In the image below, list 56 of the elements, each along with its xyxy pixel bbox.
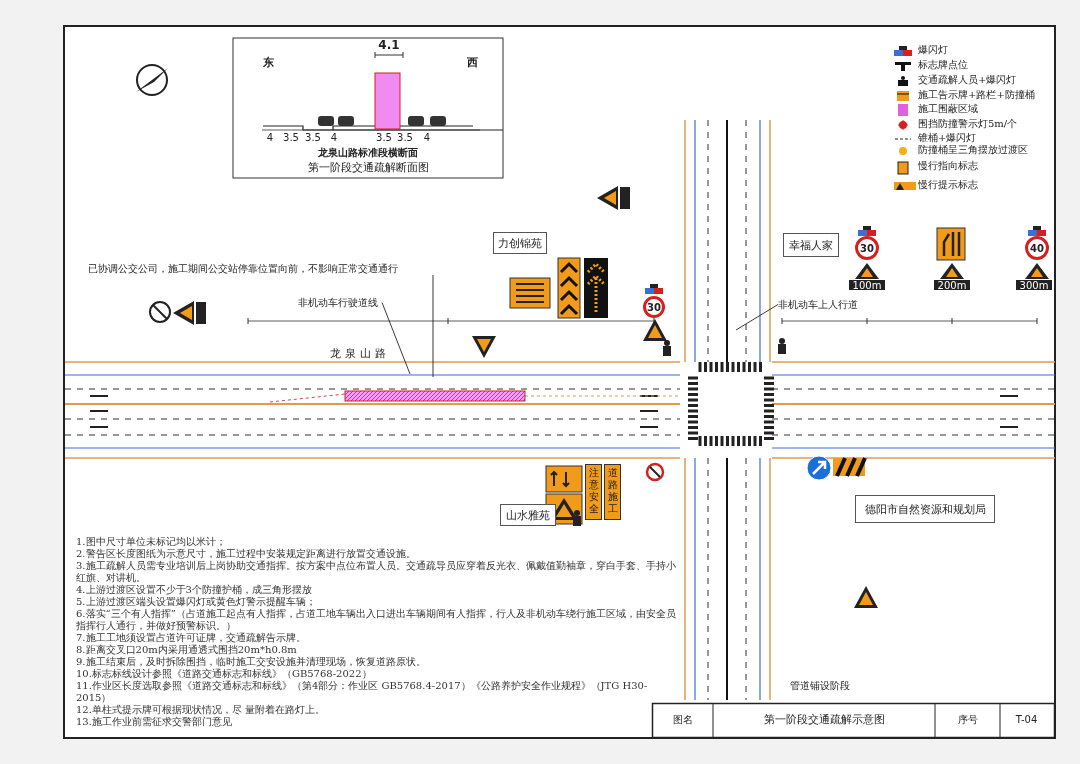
warning-panel: 道路施工 xyxy=(604,464,621,520)
callout-text: 非机动车行驶道线 xyxy=(298,296,382,309)
leader-line xyxy=(735,304,779,331)
leader-line xyxy=(432,274,434,378)
note-text: 1.图中尺寸单位未标记均以米计； xyxy=(76,536,227,548)
drawing-title: 第一阶段交通疏解示意图 xyxy=(762,713,886,727)
note-text: 7.施工工地须设置占道许可证牌，交通疏解告示牌。 xyxy=(76,632,307,644)
field-label: 序号 xyxy=(956,714,979,726)
direction-label: 东 xyxy=(261,56,275,70)
note-text: 10.标志标线设计参照《道路交通标志和标线》（GB5768-2022） xyxy=(76,668,373,680)
legend-label: 标志牌点位 xyxy=(918,59,968,71)
dimension-value: 3.5 xyxy=(375,132,393,144)
distance-plate: 300m xyxy=(1016,280,1052,290)
legend-label: 交通疏解人员+爆闪灯 xyxy=(918,74,1017,86)
leader-line xyxy=(381,302,411,375)
distance-plate: 200m xyxy=(934,280,970,290)
building-label-box: 德阳市自然资源和规划局 xyxy=(855,495,995,523)
note-text: 5.上游过渡区端头设置爆闪灯或黄色灯警示提醒车辆； xyxy=(76,596,317,608)
direction-label: 西 xyxy=(465,56,479,70)
dimension-value: 4 xyxy=(329,132,339,144)
legend-label: 防撞桶呈三角摆放过渡区 xyxy=(918,144,1028,156)
note-text: 13.施工作业前需征求交警部门意见 xyxy=(76,716,233,728)
legend-label: 爆闪灯 xyxy=(918,44,948,56)
legend-label: 围挡防撞警示灯5m/个 xyxy=(918,118,1018,130)
dimension-value: 3.5 xyxy=(396,132,414,144)
note-text: 8.距离交叉口20m内采用通透式围挡20m*h0.8m xyxy=(76,644,298,656)
legend-label: 慢行指向标志 xyxy=(918,160,978,172)
dimension-value: 4.1 xyxy=(377,38,401,53)
dimension-value: 3.5 xyxy=(282,132,300,144)
note-text: 2.警告区长度图纸为示意尺寸，施工过程中安装规定距离进行放置交通设施。 xyxy=(76,548,417,560)
section-title: 龙泉山路标准段横断面 xyxy=(317,147,419,159)
callout-text: 已协调公交公司，施工期间公交站停靠位置向前，不影响正常交通通行 xyxy=(88,262,463,275)
dimension-value: 4 xyxy=(422,132,432,144)
warning-panel: 注意安全 xyxy=(585,464,602,520)
stage-label: 管道铺设阶段 xyxy=(789,680,851,692)
drawing-number: T-04 xyxy=(1014,714,1039,726)
building-label-box: 山水雅苑 xyxy=(500,504,556,526)
callout-text: 非机动车上人行道 xyxy=(778,298,862,311)
road-name: 龙泉山路 xyxy=(329,347,391,361)
dimension-value: 4 xyxy=(265,132,275,144)
note-text: 11.作业区长度选取参照《道路交通标志和标线》（第4部分：作业区 GB5768.4-2017）《公路养护安全作业规程》（JTG H30-2015） xyxy=(76,680,649,704)
note-text: 4.上游过渡区设置不少于3个防撞护桶，成三角形摆放 xyxy=(76,584,313,596)
distance-plate: 100m xyxy=(849,280,885,290)
note-text: 9.施工结束后，及时拆除围挡，临时施工交安设施并清理现场，恢复道路原状。 xyxy=(76,656,427,668)
building-label-box: 力创锦苑 xyxy=(493,232,547,254)
section-title: 第一阶段交通疏解断面图 xyxy=(306,161,430,175)
legend-label: 锥桶+爆闪灯 xyxy=(918,132,977,144)
note-text: 3.施工疏解人员需专业培训后上岗协助交通指挥。按方案中点位布置人员。交通疏导员应穿着反光衣、佩戴值勤袖章，穿白手套、手持小红旗、对讲机。 xyxy=(76,560,676,584)
legend-label: 施工告示牌+路栏+防撞桶 xyxy=(918,89,1035,101)
field-label: 图名 xyxy=(672,714,694,726)
note-text: 6.落实“三个有人指挥”（占道施工起点有人指挥，占道工地车辆出入口进出车辆期间有人指挥，行人及非机动车绕行施工区域，由安全员指挥行人通行，并做好预警标识。） xyxy=(76,608,676,632)
legend-label: 慢行提示标志 xyxy=(918,179,978,191)
building-label-box: 幸福人家 xyxy=(783,233,839,257)
dimension-value: 3.5 xyxy=(304,132,322,144)
legend-label: 施工围蔽区域 xyxy=(918,103,978,115)
note-text: 12.单柱式提示牌可根据现状情况，尽 量附着在路灯上。 xyxy=(76,704,327,716)
